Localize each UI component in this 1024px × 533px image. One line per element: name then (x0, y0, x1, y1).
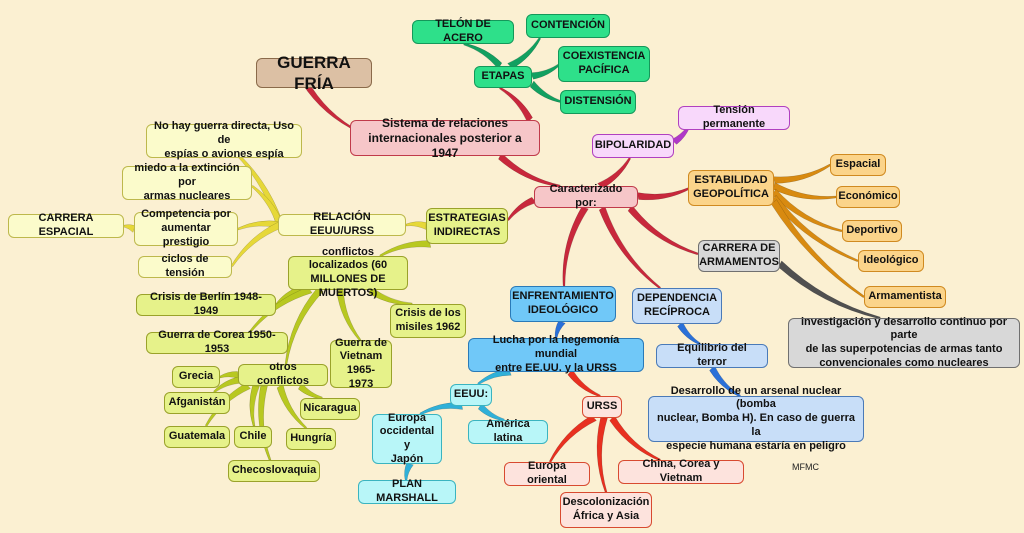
ambito-deportivo: Deportivo (842, 220, 902, 242)
ambito-economico: Económico (836, 186, 900, 208)
carrera-espacial: CARRERA ESPACIAL (8, 212, 124, 238)
etapa-contencion: CONTENCIÓN (526, 14, 610, 38)
equilibrio-del-terror: Equilibrio del terror (656, 342, 768, 368)
connector-line (276, 383, 308, 429)
connector-line (530, 62, 561, 80)
conflicto-afganistan: Afganistán (164, 392, 230, 414)
connector-line (336, 288, 362, 341)
connector-line (598, 205, 662, 289)
connector-line (529, 80, 563, 104)
crisis-misiles: Crisis de los misiles 1962 (390, 304, 466, 338)
ambito-armamentista: Armamentista (864, 286, 946, 308)
connector-line (258, 385, 272, 461)
connector-line (249, 385, 260, 427)
connector-line (771, 199, 866, 299)
caracterizado-por-node: Caracterizado por: (534, 183, 638, 209)
tension-permanente: Tensión permanente (678, 104, 790, 130)
connector-line (637, 186, 691, 201)
bipolaridad-node: BIPOLARIDAD (592, 134, 674, 158)
etapa-distension: DISTENSIÓN (560, 90, 636, 114)
connector-line (627, 204, 699, 256)
crisis-berlin: Crisis de Berlín 1948-1949 (136, 291, 276, 317)
equilibrio-detalle: Desarrollo de un arsenal nuclear (bomba … (648, 385, 864, 452)
connector-line (507, 196, 537, 222)
conflicto-hungria: Hungría (286, 428, 336, 450)
connector-line (709, 365, 742, 398)
dependencia-reciproca-node: DEPENDENCIA RECÍPROCA (632, 288, 722, 324)
connector-line (548, 415, 597, 464)
plan-marshall: PLAN MARSHALL (358, 478, 456, 504)
main-title: GUERRA FRÍA (256, 53, 372, 93)
connector-line (677, 321, 702, 346)
connector-line (562, 206, 589, 287)
enfrentamiento-ideologico-node: ENFRENTAMIENTO IDEOLÓGICO (510, 286, 616, 322)
conflictos-localizados-node: conflictos localizados (60 MILLONES DE M… (288, 246, 408, 299)
relacion-miedo-extincion: miedo a la extinción por armas nucleares (122, 162, 252, 202)
central-topic: Sistema de relaciones internacionales po… (350, 116, 540, 160)
descolonizacion-africa-asia: Descolonización África y Asia (560, 492, 652, 528)
connector-line (498, 152, 561, 188)
urss-node: URSS (582, 396, 622, 418)
connector-line (405, 221, 427, 230)
conflicto-grecia: Grecia (172, 366, 220, 388)
otros-conflictos-node: otros conflictos (238, 361, 328, 387)
carrera-armamentos-detalle: investigación y desarrollo continuo por … (788, 316, 1020, 369)
america-latina: América latina (468, 418, 548, 444)
guerra-corea: Guerra de Corea 1950-1953 (146, 329, 288, 355)
connector-line (298, 382, 323, 400)
etapas-node: ETAPAS (474, 66, 532, 88)
etapa-coexistencia-pacifica: COEXISTENCIA PACÍFICA (558, 46, 650, 82)
ambito-espacial: Espacial (830, 154, 886, 176)
conflicto-chile: Chile (234, 426, 272, 448)
etapa-telon-de-acero: TELÓN DE ACERO (412, 18, 514, 44)
connector-line (567, 368, 602, 398)
connector-line (772, 163, 831, 184)
ambito-ideologico: Ideológico (858, 250, 924, 272)
author-credit: MFMC (792, 462, 819, 472)
connector-line (596, 417, 608, 493)
connector-line (219, 371, 239, 379)
relacion-eeuu-urss-node: RELACIÓN EEUU/URSS (278, 211, 406, 237)
europa-oriental: Europa oriental (504, 460, 590, 486)
connector-line (507, 36, 541, 69)
connector-line (498, 87, 533, 123)
estabilidad-geopolitica-node: ESTABILIDAD GEOPOLÍTICA (688, 170, 774, 206)
china-corea-vietnam: China, Corea y Vietnam (618, 458, 744, 484)
carrera-armamentos-node: CARRERA DE ARMAMENTOS (698, 240, 780, 272)
estrategias-indirectas-node: ESTRATEGIAS INDIRECTAS (426, 208, 508, 244)
eeuu-node: EEUU: (450, 384, 492, 406)
connector-line (477, 402, 505, 422)
conflicto-nicaragua: Nicaragua (300, 398, 360, 420)
conflicto-checoslovaquia: Checoslovaquia (228, 460, 320, 482)
lucha-hegemonia: Lucha por la hegemonía mundial entre EE.… (468, 334, 644, 374)
connector-line (609, 414, 662, 462)
europa-occidental-japon: Europa occidental y Japón (372, 412, 442, 465)
connector-line (231, 222, 283, 268)
relacion-competencia-prestigio: Competencia por aumentar prestigio (134, 208, 238, 248)
relacion-no-guerra-directa: No hay guerra directa, Uso de espías o a… (146, 120, 302, 160)
connector-line (778, 260, 881, 320)
conflicto-guatemala: Guatemala (164, 426, 230, 448)
guerra-vietnam: Guerra de Vietnam 1965-1973 (330, 337, 392, 390)
relacion-ciclos-tension: ciclos de tensión (138, 253, 232, 279)
